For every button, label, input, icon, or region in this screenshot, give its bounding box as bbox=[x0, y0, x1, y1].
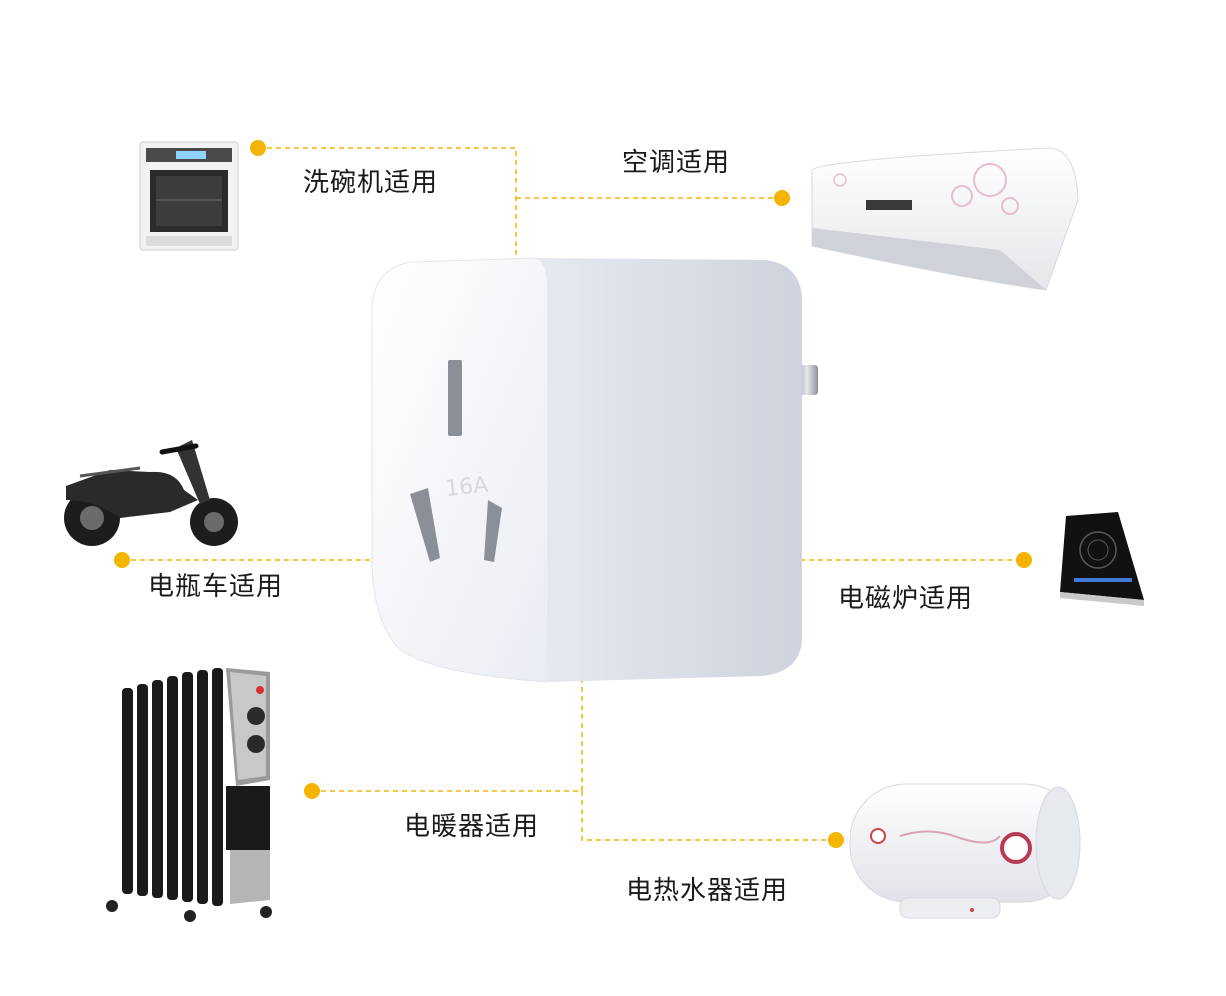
label-air-conditioner: 空调适用 bbox=[622, 148, 731, 178]
ebike-image bbox=[64, 440, 238, 546]
label-induction-cooker: 电磁炉适用 bbox=[838, 584, 974, 614]
connector-dishwasher bbox=[258, 147, 517, 258]
socket-adapter: 16A bbox=[371, 257, 818, 683]
label-oil-heater: 电暖器适用 bbox=[404, 812, 540, 842]
socket-slot-earth bbox=[448, 360, 462, 436]
dot-induction bbox=[1016, 552, 1032, 568]
dot-waterheater bbox=[828, 832, 844, 848]
accent-dots bbox=[114, 140, 1032, 848]
socket-side-face bbox=[536, 258, 802, 682]
dot-dishwasher bbox=[250, 140, 266, 156]
connector-heater bbox=[312, 676, 583, 792]
label-ebike: 电瓶车适用 bbox=[148, 572, 284, 602]
induction-cooker-image bbox=[1060, 512, 1144, 606]
connector-lines bbox=[122, 147, 1024, 841]
socket-front-face bbox=[371, 257, 549, 683]
label-water-heater: 电热水器适用 bbox=[626, 876, 789, 906]
dishwasher-image bbox=[139, 141, 239, 251]
socket-slot-left bbox=[410, 488, 440, 562]
dot-ebike bbox=[114, 552, 130, 568]
connector-waterheater bbox=[581, 791, 836, 841]
dot-heater bbox=[304, 783, 320, 799]
water-heater-image bbox=[849, 783, 1081, 919]
oil-heater-image bbox=[106, 668, 272, 922]
label-dishwasher: 洗碗机适用 bbox=[303, 168, 439, 198]
dot-ac bbox=[774, 190, 790, 206]
air-conditioner-image bbox=[811, 147, 1079, 291]
socket-slot-right bbox=[484, 500, 502, 562]
socket-rating: 16A bbox=[444, 473, 489, 502]
